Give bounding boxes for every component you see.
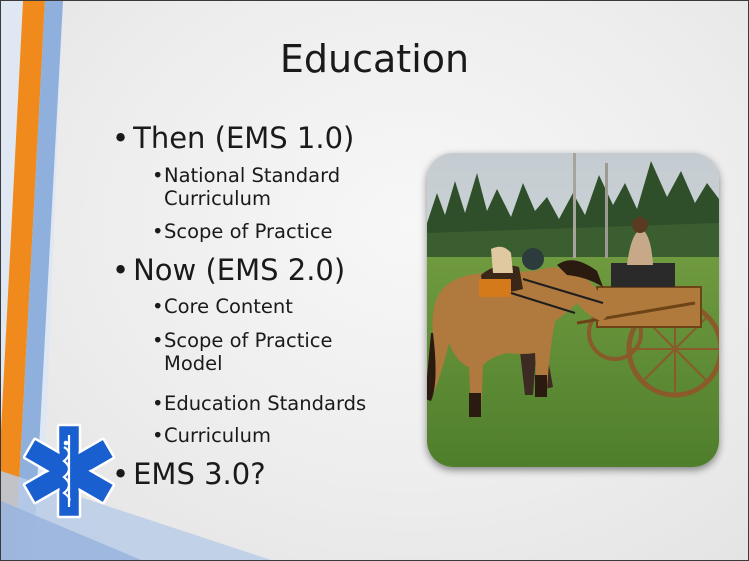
star-of-life-icon xyxy=(22,423,116,519)
bullet-then: •Then (EMS 1.0) xyxy=(112,121,355,155)
sub-bullet-curriculum-cont: Curriculum xyxy=(164,187,271,210)
bullet-now: •Now (EMS 2.0) xyxy=(112,253,346,287)
sub-bullet-scope-of-practice: •Scope of Practice xyxy=(152,220,333,243)
sub-bullet-model-cont: Model xyxy=(164,352,223,375)
slide-title: Education xyxy=(279,37,470,81)
horse-and-cart-photo xyxy=(427,153,719,467)
orange-band xyxy=(1,1,45,560)
bullet-ems-3: •EMS 3.0? xyxy=(112,457,266,491)
sub-bullet-core-content: •Core Content xyxy=(152,295,293,318)
blue-band xyxy=(15,1,63,560)
sub-bullet-national-standard: •National Standard xyxy=(152,164,341,187)
sub-bullet-education-standards: •Education Standards xyxy=(152,392,367,415)
sub-bullet-curriculum: •Curriculum xyxy=(152,424,271,447)
sub-bullet-scope-of-practice-model: •Scope of Practice xyxy=(152,329,333,352)
